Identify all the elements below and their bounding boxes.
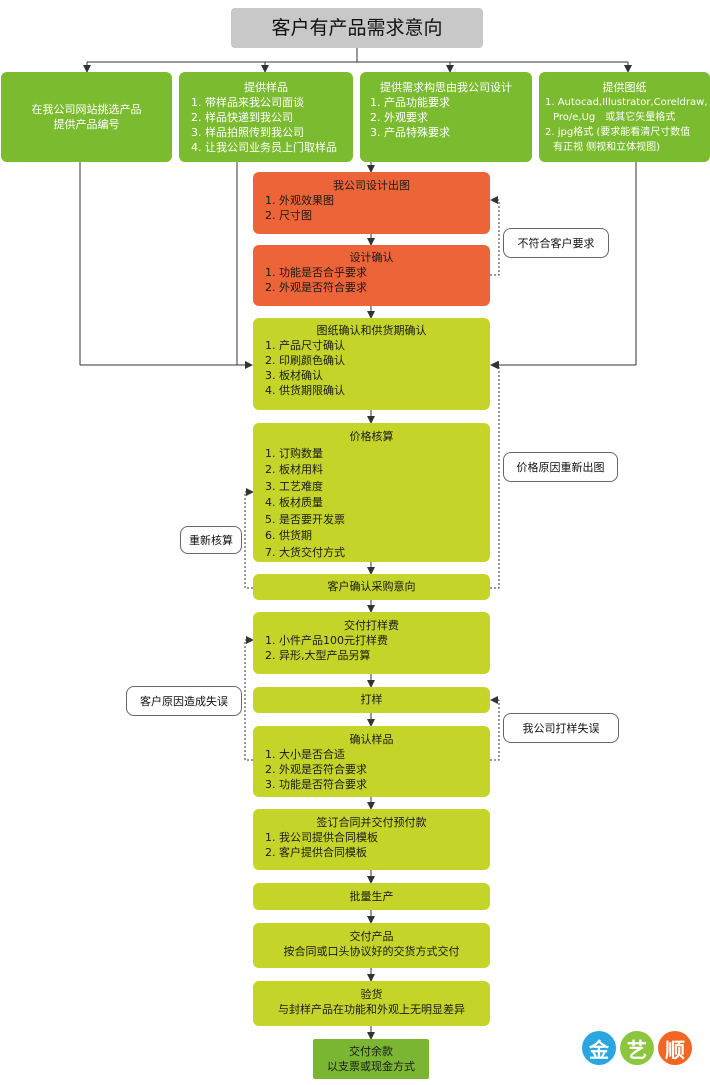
step-heading: 我公司设计出图: [333, 179, 410, 192]
entry-item: 1. 带样品来我公司面谈: [191, 96, 304, 109]
step-heading: 交付产品: [349, 930, 394, 943]
step-item: 1. 功能是否合乎要求: [265, 266, 367, 279]
step-item: 4. 供货期限确认: [265, 384, 345, 397]
step-mass-production: 批量生产: [253, 883, 490, 910]
step-item: 2. 外观是否符合要求: [265, 281, 367, 294]
entry-line: 提供产品编号: [53, 118, 120, 131]
entry-provide-concept: 提供需求构思由我公司设计 1. 产品功能要求 2. 外观要求 3. 产品特殊要求: [360, 72, 532, 162]
tag-text: 客户原因造成失误: [140, 695, 228, 708]
tag-price-redesign: 价格原因重新出图: [503, 452, 618, 482]
step-proofing: 打样: [253, 687, 490, 713]
step-item: 1. 我公司提供合同模板: [265, 831, 378, 844]
step-item: 3. 工艺难度: [265, 479, 323, 493]
step-sub: 按合同或口头协议好的交货方式交付: [283, 945, 460, 958]
step-item: 1. 订购数量: [265, 446, 323, 460]
tag-customer-fault: 客户原因造成失误: [126, 686, 242, 716]
entry-item: Pro/e,Ug 或其它矢量格式: [553, 112, 676, 123]
step-heading: 确认样品: [349, 733, 394, 746]
step-item: 2. 板材用料: [265, 463, 323, 476]
entry-item: 有正视 侧视和立体视图): [553, 142, 661, 153]
entry-item: 3. 产品特殊要求: [370, 126, 450, 139]
step-item: 1. 小件产品100元打样费: [265, 634, 388, 647]
page-title-text: 客户有产品需求意向: [271, 16, 443, 39]
tag-company-fault: 我公司打样失误: [503, 713, 619, 743]
entry-item: 2. 外观要求: [370, 111, 428, 124]
step-heading: 设计确认: [349, 251, 394, 264]
logo-circle-3: 顺: [658, 1031, 692, 1065]
entry-item: 1. 产品功能要求: [370, 96, 450, 109]
logo-char: 顺: [665, 1037, 685, 1062]
tag-text: 重新核算: [189, 534, 233, 547]
step-heading: 价格核算: [349, 430, 394, 443]
step-design-confirm: 设计确认 1. 功能是否合乎要求 2. 外观是否符合要求: [253, 245, 490, 306]
step-heading: 图纸确认和供货期确认: [316, 324, 427, 337]
step-item: 5. 是否要开发票: [265, 512, 345, 526]
step-sub: 与封样产品在功能和外观上无明显差异: [278, 1003, 465, 1016]
tag-text: 价格原因重新出图: [516, 461, 605, 474]
entry-heading: 提供样品: [244, 81, 288, 94]
step-item: 6. 供货期: [265, 529, 312, 542]
tag-text: 不符合客户要求: [517, 237, 595, 250]
step-sub: 以支票或现金方式: [327, 1060, 415, 1073]
entry-item: 2. jpg格式 (要求能看清尺寸数值: [545, 127, 691, 138]
entry-provide-sample: 提供样品 1. 带样品来我公司面谈 2. 样品快递到我公司 3. 样品拍照传到我…: [179, 72, 353, 162]
step-heading: 签订合同并交付预付款: [316, 816, 427, 829]
step-confirm-sample: 确认样品 1. 大小是否合适 2. 外观是否符合要求 3. 功能是否符合要求: [253, 726, 490, 797]
entry-item: 1. Autocad,Illustrator,Coreldraw,: [545, 97, 708, 108]
step-inspection: 验货 与封样产品在功能和外观上无明显差异: [253, 981, 490, 1026]
tag-text: 我公司打样失误: [522, 722, 600, 735]
entry-item: 3. 样品拍照传到我公司: [191, 126, 304, 139]
step-heading: 客户确认采购意向: [327, 580, 416, 593]
logo-circle-1: 金: [582, 1031, 616, 1065]
entry-website-select: 在我公司网站挑选产品 提供产品编号: [1, 72, 172, 162]
tag-not-meet-requirements: 不符合客户要求: [503, 228, 609, 258]
step-heading: 验货: [360, 988, 383, 1001]
entry-heading: 提供图纸: [602, 81, 647, 94]
step-drawing-confirm: 图纸确认和供货期确认 1. 产品尺寸确认 2. 印刷颜色确认 3. 板材确认 4…: [253, 318, 490, 410]
entry-item: 4. 让我公司业务员上门取样品: [191, 141, 337, 154]
step-item: 1. 大小是否合适: [265, 748, 345, 761]
step-purchase-intent: 客户确认采购意向: [253, 574, 490, 600]
step-sample-fee: 交付打样费 1. 小件产品100元打样费 2. 异形,大型产品另算: [253, 612, 490, 674]
step-item: 3. 功能是否符合要求: [265, 778, 367, 791]
step-item: 7. 大货交付方式: [265, 545, 345, 559]
entry-provide-drawing: 提供图纸 1. Autocad,Illustrator,Coreldraw, P…: [539, 72, 710, 162]
step-balance-payment: 交付余款 以支票或现金方式: [313, 1039, 429, 1079]
logo-char: 艺: [627, 1037, 647, 1062]
logo-circle-2: 艺: [620, 1031, 654, 1065]
step-heading: 交付余款: [349, 1045, 393, 1058]
step-item: 2. 异形,大型产品另算: [265, 649, 371, 662]
tag-recalculate: 重新核算: [180, 526, 242, 554]
page-title: 客户有产品需求意向: [231, 8, 483, 48]
step-item: 1. 产品尺寸确认: [265, 339, 345, 352]
logo-char: 金: [589, 1037, 609, 1062]
step-item: 2. 客户提供合同模板: [265, 846, 367, 859]
step-item: 2. 印刷颜色确认: [265, 354, 345, 367]
entry-heading: 提供需求构思由我公司设计: [380, 81, 512, 94]
entry-item: 2. 样品快递到我公司: [191, 111, 293, 124]
step-delivery: 交付产品 按合同或口头协议好的交货方式交付: [253, 923, 490, 968]
step-heading: 交付打样费: [344, 619, 399, 632]
step-contract: 签订合同并交付预付款 1. 我公司提供合同模板 2. 客户提供合同模板: [253, 809, 490, 870]
step-item: 3. 板材确认: [265, 369, 323, 382]
step-item: 2. 外观是否符合要求: [265, 763, 367, 776]
step-item: 4. 板材质量: [265, 496, 323, 509]
step-heading: 批量生产: [349, 890, 394, 903]
step-company-design: 我公司设计出图 1. 外观效果图 2. 尺寸图: [253, 172, 490, 234]
entry-line: 在我公司网站挑选产品: [31, 103, 142, 116]
step-price-calc: 价格核算 1. 订购数量 2. 板材用料 3. 工艺难度 4. 板材质量 5. …: [253, 423, 490, 562]
step-heading: 打样: [360, 693, 383, 706]
step-item: 2. 尺寸图: [265, 209, 312, 222]
step-item: 1. 外观效果图: [265, 194, 334, 207]
